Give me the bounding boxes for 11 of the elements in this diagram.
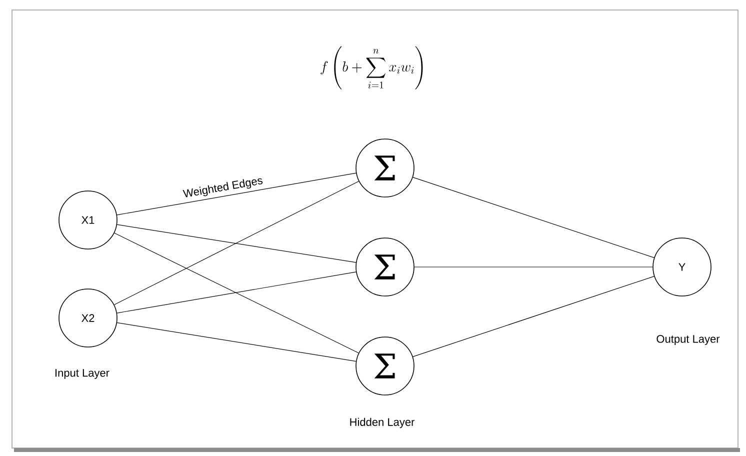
connection-line <box>412 276 654 357</box>
connection-line <box>114 232 359 354</box>
connection-line <box>116 224 356 263</box>
connection-line <box>116 322 356 362</box>
connection-line <box>414 266 653 268</box>
connection-line <box>116 172 356 216</box>
connection-line <box>114 180 360 306</box>
edge-label: Weighted Edges <box>181 174 265 202</box>
connection-line <box>412 177 654 258</box>
formula: $f\left(b+\sum_{i=1}^{n} x_i w_i\right)$ <box>320 46 423 90</box>
connection-line <box>116 272 356 314</box>
